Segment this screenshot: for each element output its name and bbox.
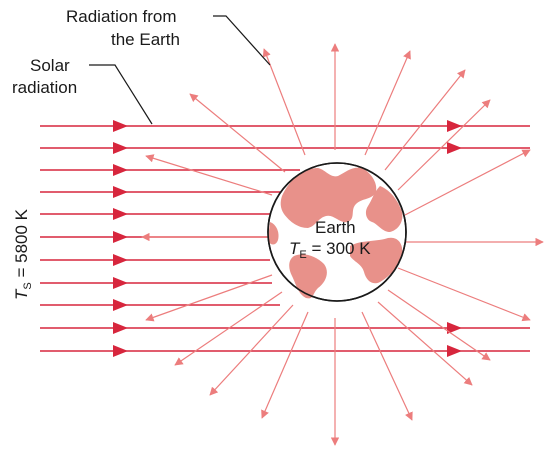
earth-land <box>280 167 377 228</box>
earth-ray <box>387 289 491 361</box>
earth-ray <box>261 311 309 419</box>
sun-temperature-label: TS = 5800 K <box>12 208 34 300</box>
earth-ray <box>361 311 413 421</box>
earth-land <box>268 222 279 245</box>
earth-ray <box>262 48 306 156</box>
earth-ray <box>397 99 491 191</box>
solar-ray <box>40 299 280 311</box>
solar-ray <box>40 120 530 132</box>
earth-radiation-label-line1: Radiation from <box>66 7 177 26</box>
solar-ray <box>40 345 530 357</box>
earth-land <box>365 186 403 232</box>
earth-ray <box>189 93 286 173</box>
solar-radiation-callout: Solar radiation <box>12 56 153 125</box>
earth-ray <box>209 304 294 396</box>
earth-ray <box>364 50 411 156</box>
earth-globe <box>267 162 407 302</box>
earth-radiation-leader <box>213 15 271 66</box>
earth-land <box>289 254 327 299</box>
earth-ray <box>145 154 273 196</box>
earth-ray <box>384 69 466 171</box>
solar-radiation-leader <box>89 64 153 125</box>
solar-radiation-label-line1: Solar <box>30 56 70 75</box>
earth-ray <box>377 301 473 386</box>
earth-ray <box>174 291 283 366</box>
earth-radiation-label-line2: the Earth <box>111 30 180 49</box>
solar-ray <box>40 186 285 198</box>
earth-temperature-label: TE = 300 K <box>289 239 371 261</box>
earth-ray <box>397 267 531 322</box>
earth-ray <box>404 149 531 216</box>
earth-ray <box>145 274 273 322</box>
solar-ray <box>40 142 530 154</box>
earth-rays <box>141 43 544 446</box>
earth-label: Earth <box>315 218 356 237</box>
solar-ray <box>40 208 275 220</box>
solar-ray <box>40 254 270 266</box>
solar-ray <box>40 164 300 176</box>
earth-land <box>350 237 403 284</box>
earth-radiation-callout: Radiation from the Earth <box>66 7 271 66</box>
solar-radiation-label-line2: radiation <box>12 78 77 97</box>
solar-ray <box>40 277 272 289</box>
solar-ray <box>40 322 530 334</box>
